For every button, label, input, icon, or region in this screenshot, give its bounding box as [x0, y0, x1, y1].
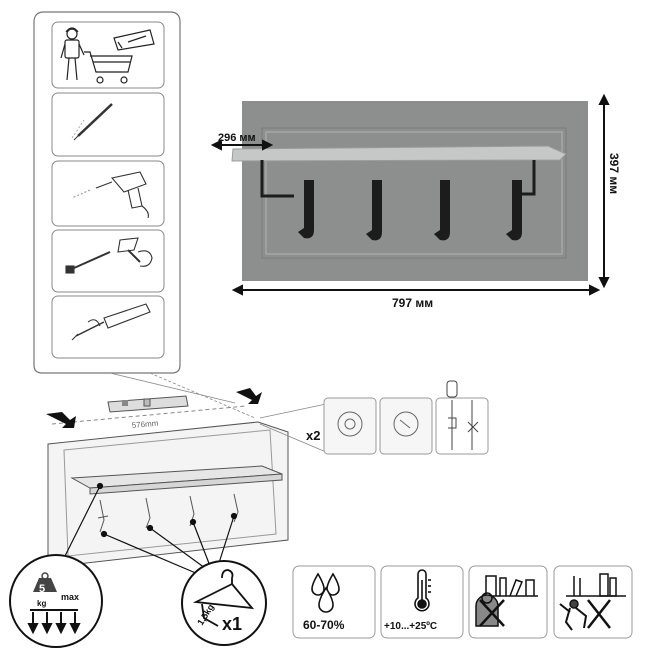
person-with-cart-icon — [60, 27, 155, 84]
installation-sketch — [47, 395, 289, 567]
shelf-load-value: 5 — [39, 583, 45, 595]
no-climbing-card — [553, 565, 633, 639]
dimension-lines — [210, 93, 610, 296]
product-photo — [231, 101, 588, 281]
shelf-load-max: max — [61, 592, 79, 602]
temperature-label: +10...+25ºC — [384, 621, 437, 632]
humidity-card — [292, 565, 376, 639]
width-label: 797 мм — [392, 296, 433, 310]
hanger-icon — [192, 569, 255, 627]
hammer-icon — [65, 237, 153, 274]
wall-plug-icon — [337, 411, 419, 437]
thermometer-icon — [414, 569, 431, 612]
wall-plug-panel — [259, 380, 489, 455]
hook-count-label: x1 — [222, 614, 242, 634]
load-pointers — [59, 482, 238, 575]
shelf-depth-label: 296 мм — [218, 132, 256, 144]
screw-position-icon — [446, 380, 479, 450]
shelf-load-unit: kg — [37, 599, 46, 608]
mounting-arrows — [46, 388, 262, 428]
temperature-card — [380, 565, 464, 639]
hole-spacing-label: 576mm — [131, 419, 159, 430]
shelf-load-badge — [9, 554, 103, 648]
height-label: 397 мм — [607, 153, 621, 194]
plug-count-label: x2 — [306, 428, 320, 443]
no-weights-card — [468, 565, 548, 639]
weight-icon — [33, 578, 57, 592]
humidity-label: 60-70% — [303, 618, 345, 632]
bracket-right — [522, 160, 536, 196]
shelf-board — [231, 145, 567, 162]
drill-icon — [71, 171, 149, 219]
coat-hook — [298, 180, 522, 241]
tools-panel — [33, 11, 181, 374]
droplets-icon — [311, 572, 340, 613]
level-icon — [122, 400, 128, 406]
pencil-icon — [71, 103, 113, 141]
hook-load-badge — [181, 560, 267, 646]
no-climbing-icon — [559, 573, 626, 631]
bracket-left — [260, 160, 294, 198]
screwdriver-icon — [71, 303, 151, 341]
no-weights-icon — [475, 575, 538, 627]
